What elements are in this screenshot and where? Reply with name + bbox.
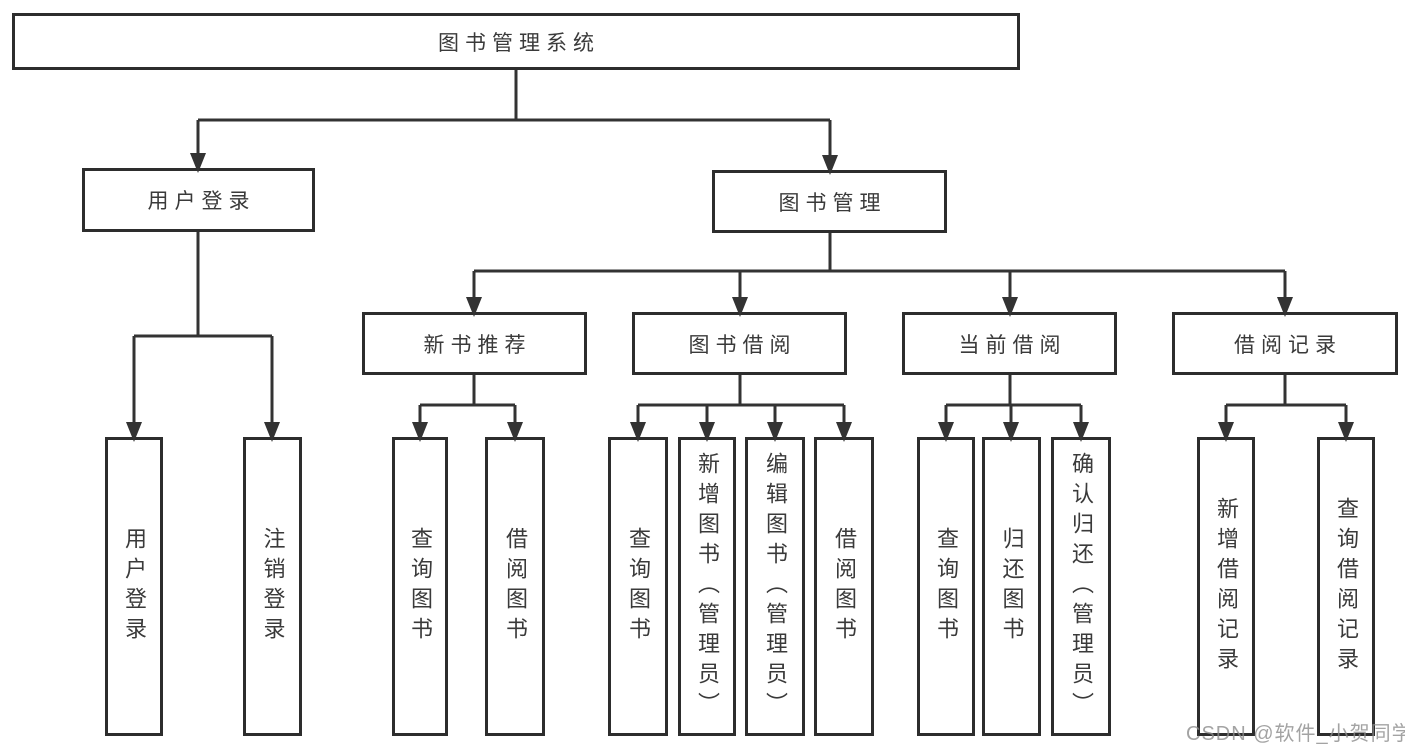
connector-book-management-children (466, 233, 1293, 317)
node-root-library-management-system: 图书管理系统 (12, 13, 1020, 70)
node-new-book-recommend: 新书推荐 (362, 312, 587, 375)
connector-borrowing-records-children (1218, 375, 1354, 442)
leaf-br-add-record: 新增借阅记录 (1197, 437, 1255, 736)
node-book-management: 图书管理 (712, 170, 947, 233)
node-book-borrowing: 图书借阅 (632, 312, 847, 375)
leaf-cb-confirm-return-admin: 确认归还（管理员） (1051, 437, 1111, 736)
connector-current-borrowing-children (938, 375, 1089, 442)
leaf-bb-add-book-admin: 新增图书（管理员） (678, 437, 736, 736)
leaf-br-query-record: 查询借阅记录 (1317, 437, 1375, 736)
leaf-cb-return-book: 归还图书 (982, 437, 1041, 736)
node-user-login: 用户登录 (82, 168, 315, 232)
leaf-nbr-query-book: 查询图书 (392, 437, 448, 736)
connector-new-book-recommend-children (412, 375, 523, 442)
node-borrowing-records: 借阅记录 (1172, 312, 1398, 375)
leaf-bb-edit-book-admin: 编辑图书（管理员） (745, 437, 805, 736)
leaf-bb-query-book: 查询图书 (608, 437, 668, 736)
connector-book-borrowing-children (630, 375, 852, 442)
connector-root-to-level2 (190, 70, 838, 175)
leaf-bb-borrow-book: 借阅图书 (814, 437, 874, 736)
leaf-user-login: 用户登录 (105, 437, 163, 736)
leaf-logout-login: 注销登录 (243, 437, 302, 736)
leaf-nbr-borrow-book: 借阅图书 (485, 437, 545, 736)
connector-user-login-children (126, 232, 280, 442)
leaf-cb-query-book: 查询图书 (917, 437, 975, 736)
node-current-borrowing: 当前借阅 (902, 312, 1117, 375)
watermark: CSDN @软件_小贺同学 (1186, 723, 1405, 745)
